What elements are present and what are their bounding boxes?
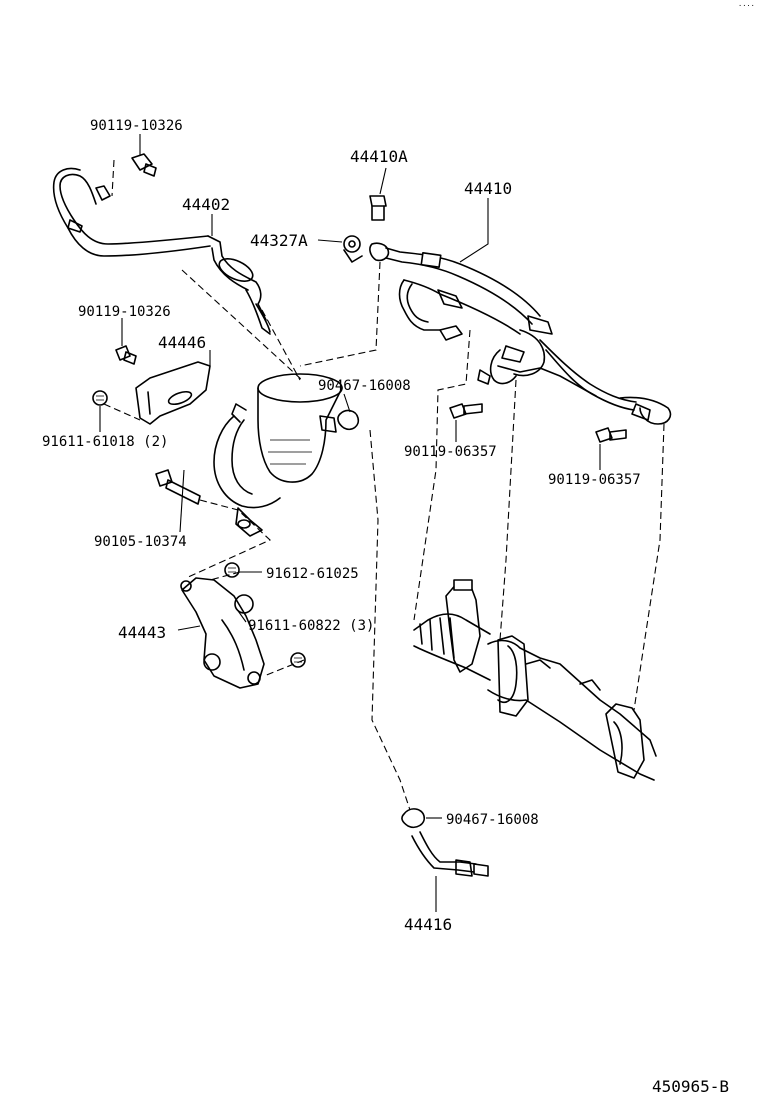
- label-90119-10326-top: 90119-10326: [90, 118, 183, 134]
- label-44446: 44446: [158, 333, 206, 352]
- bolt-90119-06357-b: [595, 427, 627, 443]
- label-91611-61018: 91611-61018 (2): [42, 434, 168, 450]
- label-90467-16008-upper: 90467-16008: [318, 378, 411, 394]
- clip-90467-16008-lower: [401, 808, 426, 829]
- hose-44410: [369, 242, 672, 425]
- label-90119-06357-a: 90119-06357: [404, 444, 497, 460]
- diagram-id: 450965-B: [652, 1077, 729, 1096]
- power-steering-pump: [213, 373, 343, 537]
- gasket-44327A: [343, 235, 363, 263]
- clip-90467-16008-upper: [337, 409, 360, 431]
- label-90119-10326-mid: 90119-10326: [78, 304, 171, 320]
- steering-rack: [413, 579, 657, 781]
- label-90467-16008-lower: 90467-16008: [446, 812, 539, 828]
- label-44416: 44416: [404, 915, 452, 934]
- union-bolt-44410A: [369, 195, 387, 221]
- bolt-90119-10326-mid: [115, 345, 137, 365]
- bolt-90119-06357-a: [449, 403, 483, 419]
- assembly-dashed-lines: [103, 159, 665, 811]
- label-44410A: 44410A: [350, 147, 408, 166]
- bolt-90105-10374: [155, 469, 201, 505]
- bracket-44446: [135, 361, 211, 425]
- label-91611-60822: 91611-60822 (3): [248, 618, 374, 634]
- label-44327A: 44327A: [250, 231, 308, 250]
- label-44410: 44410: [464, 179, 512, 198]
- pressure-tube-44402: [52, 167, 271, 335]
- tube-44416: [411, 831, 489, 877]
- label-44443: 44443: [118, 623, 166, 642]
- label-44402: 44402: [182, 195, 230, 214]
- bracket-44443: [180, 577, 265, 689]
- label-90119-06357-b: 90119-06357: [548, 472, 641, 488]
- corner-mark: ....: [738, 0, 755, 8]
- washer-91612-61025: [224, 562, 240, 578]
- bolt-90119-10326-top: [131, 153, 157, 177]
- label-90105-10374: 90105-10374: [94, 534, 187, 550]
- leader-lines: [99, 134, 601, 912]
- label-91612-61025: 91612-61025: [266, 566, 359, 582]
- washer-91611-61018: [92, 390, 108, 406]
- part-labels: 90119-10326 44410A 44410 44402 44327A 90…: [42, 0, 755, 1096]
